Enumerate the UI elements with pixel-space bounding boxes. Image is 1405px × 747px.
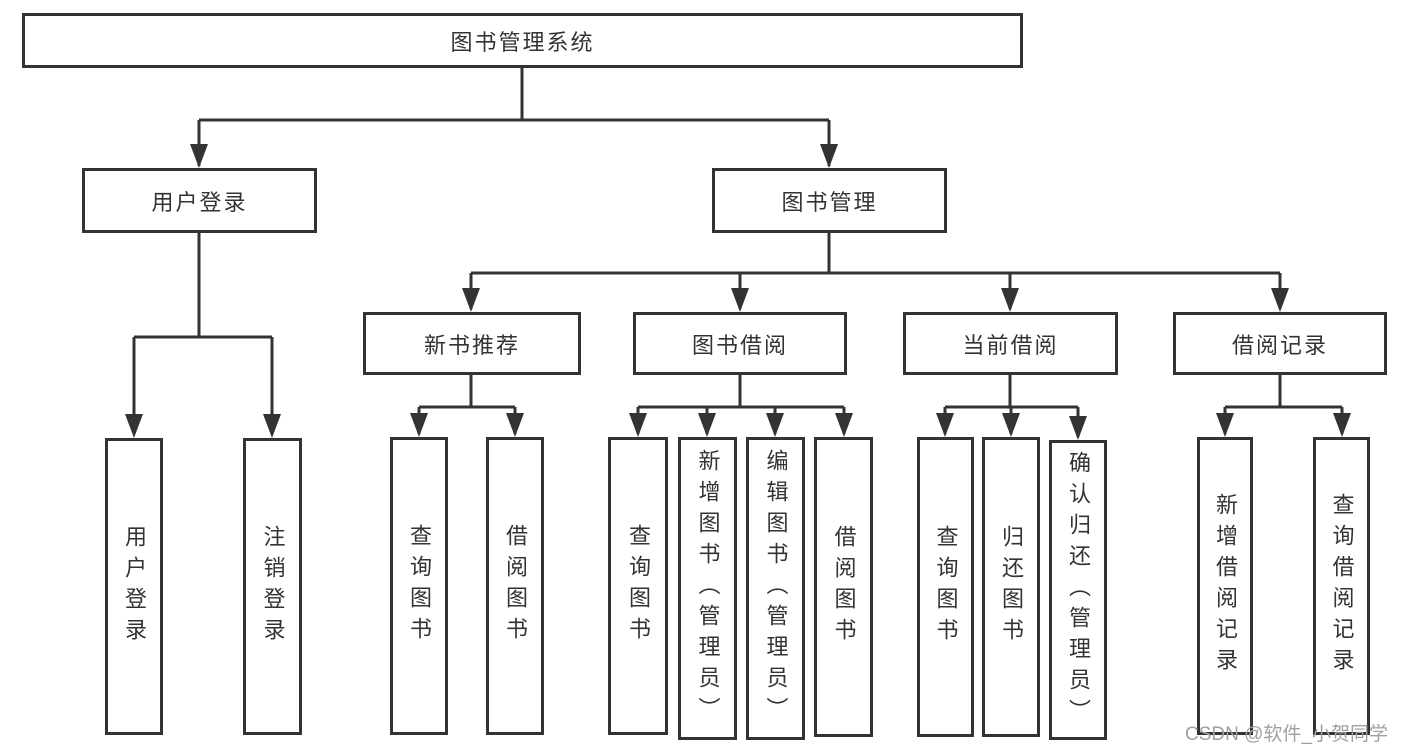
leaf-current-return-books-label: 归还图书 — [999, 525, 1024, 649]
leaf-records-query-record: 查询借阅记录 — [1313, 437, 1370, 735]
leaf-current-query-books-label: 查询图书 — [933, 525, 959, 649]
node-current-borrow: 当前借阅 — [903, 312, 1118, 375]
leaf-records-add-record-label: 新增借阅记录 — [1213, 493, 1238, 679]
leaf-logout-login: 注销登录 — [243, 438, 302, 735]
leaf-records-query-record-label: 查询借阅记录 — [1329, 493, 1355, 679]
node-user-login: 用户登录 — [82, 168, 317, 233]
csdn-watermark: CSDN @软件_小贺同学 — [1185, 724, 1388, 745]
leaf-borrow-borrow-books-label: 借阅图书 — [831, 525, 857, 649]
leaf-borrow-edit-books-admin-label: 编辑图书（管理员） — [763, 449, 789, 728]
leaf-borrow-add-books-admin-label: 新增图书（管理员） — [695, 449, 721, 728]
leaf-borrow-add-books-admin: 新增图书（管理员） — [678, 437, 737, 740]
leaf-borrow-query-books: 查询图书 — [608, 437, 668, 735]
leaf-recommend-borrow-books: 借阅图书 — [486, 437, 544, 735]
connector-lines — [132, 68, 1344, 437]
node-book-management: 图书管理 — [712, 168, 947, 233]
leaf-current-confirm-return-admin: 确认归还（管理员） — [1049, 440, 1107, 740]
leaf-current-return-books: 归还图书 — [982, 437, 1040, 737]
leaf-user-login: 用户登录 — [105, 438, 163, 735]
leaf-recommend-query-books-label: 查询图书 — [407, 524, 432, 648]
leaf-current-confirm-return-admin-label: 确认归还（管理员） — [1066, 450, 1091, 730]
leaf-borrow-edit-books-admin: 编辑图书（管理员） — [746, 437, 805, 740]
node-new-book-recommend: 新书推荐 — [363, 312, 581, 375]
leaf-borrow-borrow-books: 借阅图书 — [814, 437, 873, 737]
node-book-borrow: 图书借阅 — [633, 312, 847, 375]
arrowheads — [125, 144, 1351, 440]
leaf-recommend-borrow-books-label: 借阅图书 — [503, 524, 528, 648]
leaf-logout-login-label: 注销登录 — [260, 524, 286, 649]
leaf-user-login-label: 用户登录 — [122, 524, 147, 649]
leaf-borrow-query-books-label: 查询图书 — [626, 524, 651, 648]
node-borrow-records: 借阅记录 — [1173, 312, 1387, 375]
node-root: 图书管理系统 — [22, 13, 1023, 68]
leaf-current-query-books: 查询图书 — [917, 437, 974, 737]
leaf-records-add-record: 新增借阅记录 — [1197, 437, 1253, 735]
leaf-recommend-query-books: 查询图书 — [390, 437, 448, 735]
